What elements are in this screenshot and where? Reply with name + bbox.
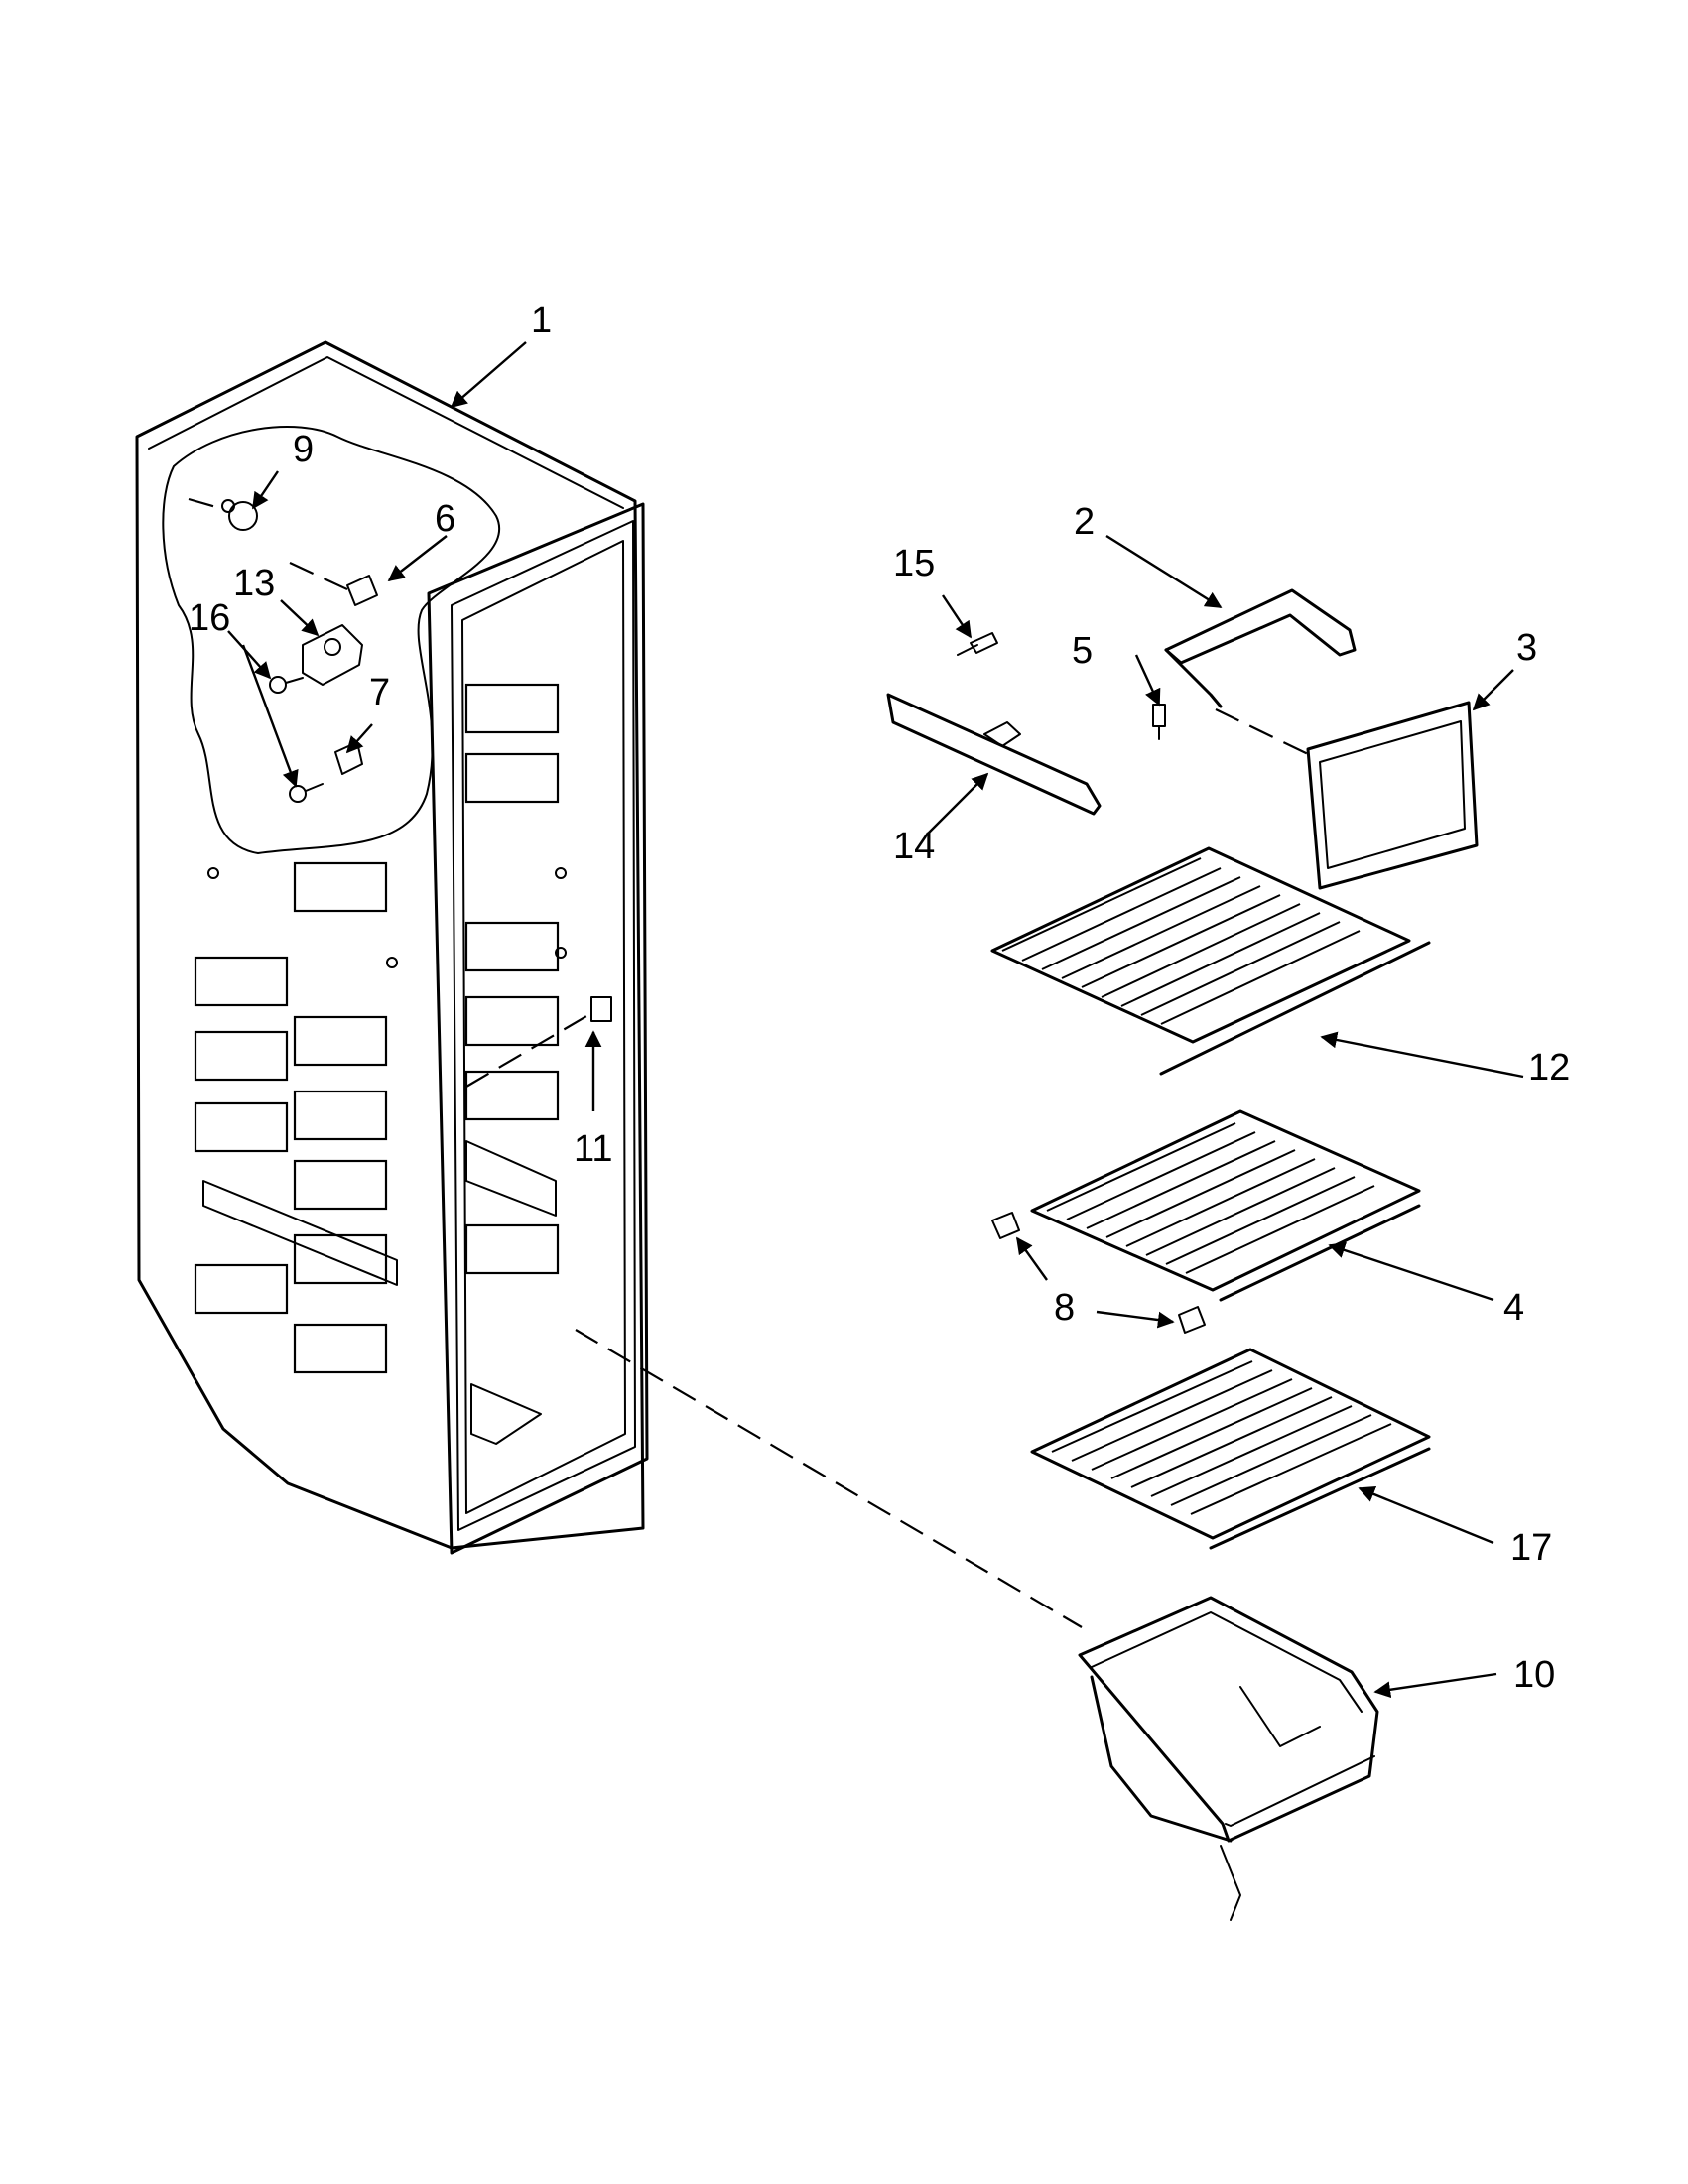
callout-16: 16 xyxy=(189,597,230,639)
thermostat-bracket xyxy=(334,741,363,775)
bracket-screw xyxy=(957,632,998,656)
callout-3: 3 xyxy=(1516,627,1537,669)
leader-lines xyxy=(227,341,1524,1699)
screw-lower xyxy=(289,783,324,803)
callout-6: 6 xyxy=(435,498,455,540)
assembly-lines xyxy=(188,497,1309,1628)
callout-14: 14 xyxy=(893,826,935,867)
callout-10: 10 xyxy=(1513,1654,1555,1696)
screw-upper xyxy=(269,676,304,694)
callout-9: 9 xyxy=(293,429,314,470)
shelf-stud-lower xyxy=(1178,1306,1206,1334)
freezer-liner xyxy=(135,340,649,1555)
callout-15: 15 xyxy=(893,543,935,584)
shelf-stud-upper xyxy=(991,1212,1020,1239)
callout-2: 2 xyxy=(1074,501,1095,543)
freezer-bin xyxy=(1078,1596,1379,1921)
shelf-glass xyxy=(1306,701,1479,890)
sensor-clip xyxy=(590,996,612,1022)
damper-bracket xyxy=(346,575,378,606)
callout-1: 1 xyxy=(531,300,552,341)
callout-5: 5 xyxy=(1072,630,1093,672)
liner-side-slots xyxy=(194,683,560,1445)
frame-screw xyxy=(1152,704,1166,740)
callout-12: 12 xyxy=(1528,1047,1570,1089)
callout-13: 13 xyxy=(233,563,275,604)
callout-7: 7 xyxy=(369,672,390,713)
callout-4: 4 xyxy=(1503,1287,1524,1329)
callout-labels: 1 2 3 4 5 6 7 8 9 10 11 12 13 14 15 16 1… xyxy=(189,300,1570,1696)
callout-8: 8 xyxy=(1054,1287,1075,1329)
callout-11: 11 xyxy=(574,1128,612,1170)
wire-shelf-lower xyxy=(1030,1348,1431,1550)
light-socket-cover xyxy=(221,499,258,531)
shelf-bracket xyxy=(886,693,1102,816)
wire-shelf-middle xyxy=(1030,1109,1421,1302)
shelf-frame xyxy=(1164,588,1357,708)
callout-17: 17 xyxy=(1510,1527,1552,1569)
wire-shelf-upper xyxy=(990,846,1431,1076)
light-housing xyxy=(302,624,363,686)
